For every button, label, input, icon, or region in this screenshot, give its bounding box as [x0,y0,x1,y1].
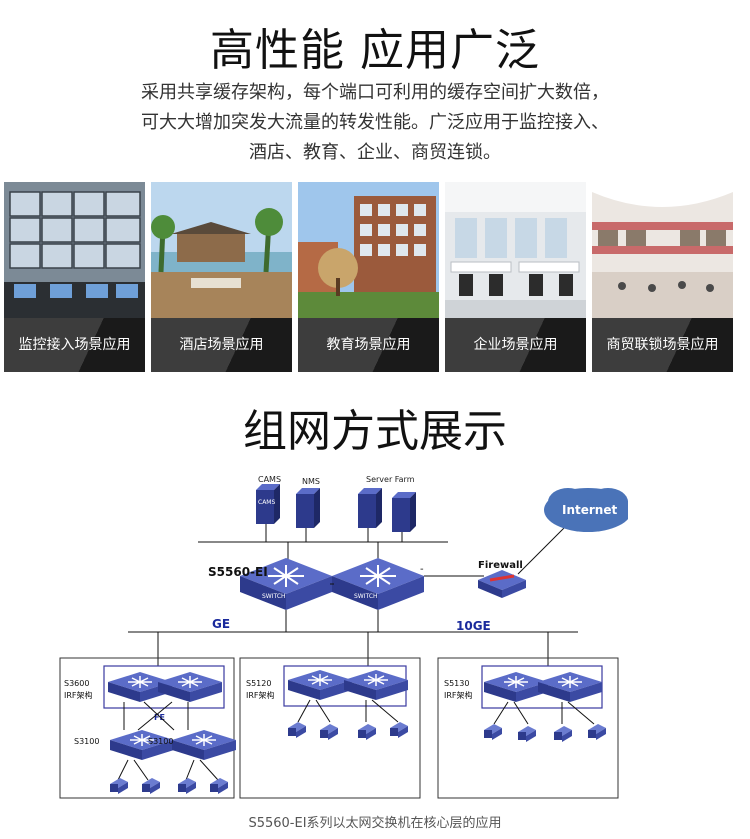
server-farm-icon [358,488,416,532]
group1-switch-b-icon [157,671,223,703]
group2-model: S5120 [246,679,271,688]
internet-cloud-icon [544,488,628,532]
scene-commerce: 商贸联锁场景应用 [592,182,733,372]
description-line: 酒店、教育、企业、商贸连锁。 [249,142,501,163]
firewall-label: Firewall [478,560,523,571]
group2-irf: IRF架构 [246,690,275,700]
description-line: 采用共享缓存架构，每个端口可利用的缓存空间扩大数倍， [141,82,609,103]
office-desks-icon [445,182,586,318]
client-pc-icon [288,722,408,740]
label-nms: NMS [302,477,320,486]
client-pc-icon [484,724,606,742]
diagram-caption: S5560-EI系列以太网交换机在核心层的应用 [248,816,502,831]
firewall-icon [478,570,526,598]
hotel-pool-icon [151,182,292,318]
access-switch-label: S3100 [148,737,173,746]
description: 采用共享缓存架构，每个端口可利用的缓存空间扩大数倍， 可大大增加突发大流量的转发… [0,78,750,168]
group3-irf: IRF架构 [444,690,473,700]
ge-label: GE [212,617,230,631]
scene-hotel: 酒店场景应用 [151,182,292,372]
switch-text: SWITCH [262,593,286,600]
headline-networking: 组网方式展示 [243,406,507,457]
scene-education: 教育场景应用 [298,182,439,372]
access-switch-label: S3100 [74,737,99,746]
group3-model: S5130 [444,679,469,688]
tenge-label: 10GE [456,619,491,633]
scene-caption: 企业场景应用 [445,318,586,372]
group3-switch-b-icon [537,671,603,703]
description-line: 可大大增加突发大流量的转发性能。广泛应用于监控接入、 [141,112,609,133]
internet-label: Internet [562,503,617,517]
scene-caption: 教育场景应用 [298,318,439,372]
client-pc-icon [110,778,228,794]
fe-label: FE [154,713,165,722]
scene-caption: 监控接入场景应用 [4,318,145,372]
scene-enterprise: 企业场景应用 [445,182,586,372]
server-badge: CAMS [258,499,275,506]
scene-caption: 酒店场景应用 [151,318,292,372]
school-building-icon [298,182,439,318]
core-switch-label: S5560-EI [208,565,268,579]
group1-model: S3600 [64,679,89,688]
label-cams: CAMS [258,475,281,484]
access-switch-2-icon [171,729,237,761]
core-switch-2-icon [331,557,425,611]
group2-switch-b-icon [343,669,409,701]
network-topology-diagram: CAMS NMS Server Farm CAMS SWITCH SWITCH … [59,475,628,799]
scene-surveillance: 监控接入场景应用 [4,182,145,372]
group2-switch-a-icon [287,669,353,701]
group1-irf: IRF架构 [64,690,93,700]
headline-performance: 高性能 应用广泛 [210,25,540,76]
label-server-farm: Server Farm [366,475,415,484]
server-nms-icon [296,488,320,528]
scene-caption: 商贸联锁场景应用 [592,318,733,372]
shopping-mall-icon [592,182,733,318]
scenario-gallery: 监控接入场景应用 酒店场景应用 教育场景应用 [4,182,746,372]
dash-label: - [420,564,424,575]
surveillance-room-icon [4,182,145,318]
switch-text: SWITCH [354,593,378,600]
